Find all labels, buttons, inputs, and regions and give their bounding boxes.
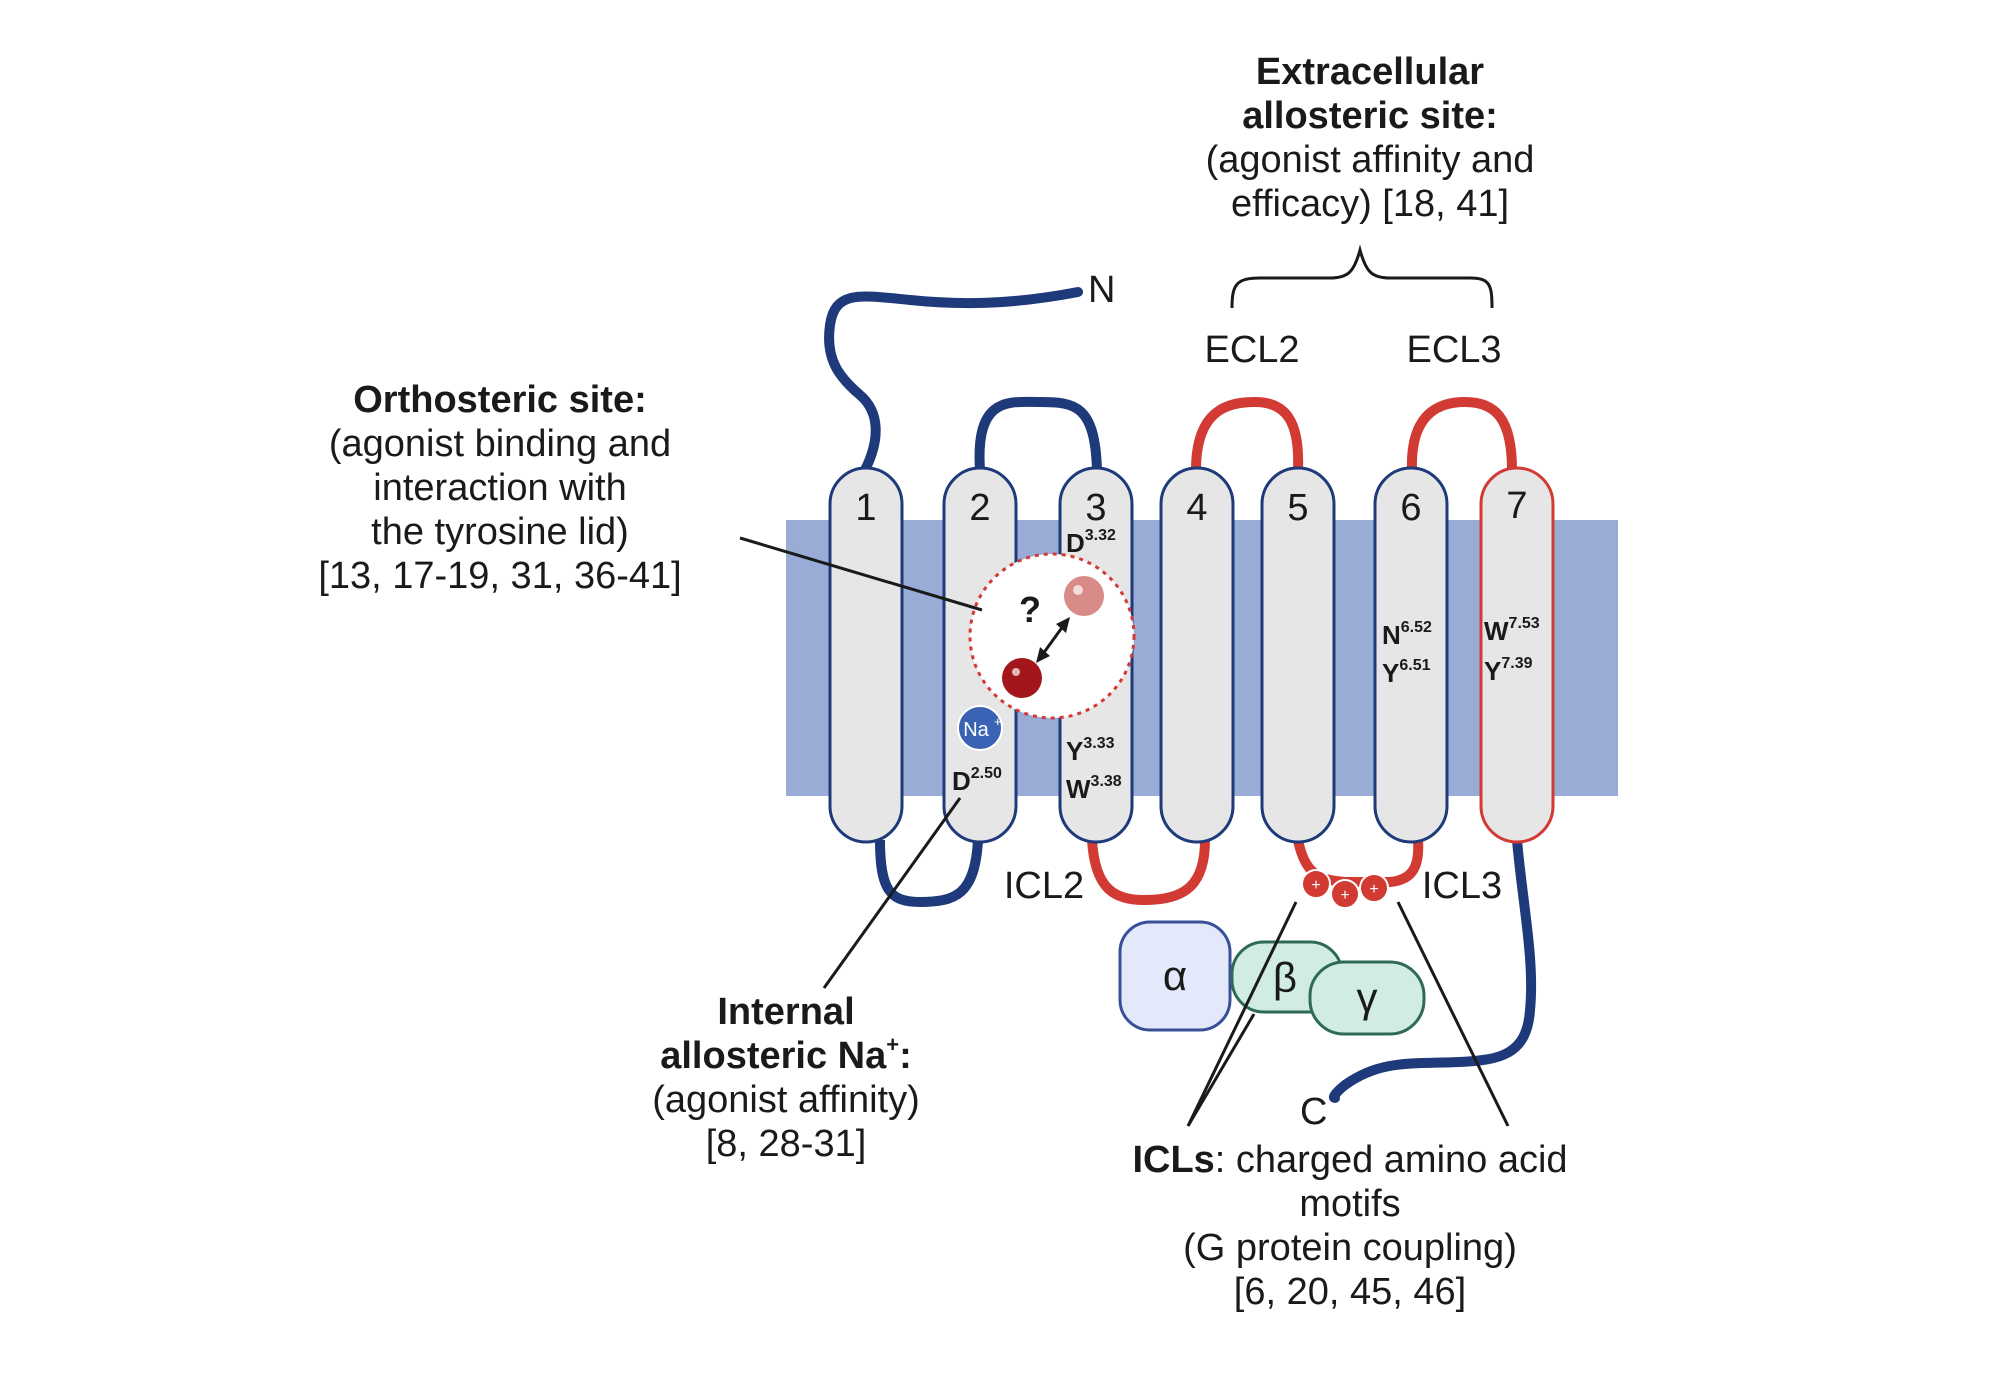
icl3-label: ICL3 <box>1422 865 1502 907</box>
internal-line2: [8, 28-31] <box>706 1123 867 1165</box>
orthosteric-line2: interaction with <box>373 467 626 509</box>
c-terminus-label: C <box>1300 1091 1327 1133</box>
internal-line1: (agonist affinity) <box>652 1079 920 1121</box>
g-beta-label: β <box>1273 954 1297 1001</box>
icls-line2: motifs <box>1299 1183 1400 1225</box>
icls-line4: [6, 20, 45, 46] <box>1234 1271 1466 1313</box>
helix-5: 5 <box>1260 466 1336 844</box>
extracellular-desc-line1: (agonist affinity and <box>1206 139 1535 181</box>
g-gamma-label: γ <box>1357 974 1378 1021</box>
icl1-loop <box>875 839 983 908</box>
extracellular-title-line1: Extracellular <box>1256 51 1484 93</box>
extracellular-title-line2: allosteric site: <box>1242 95 1498 137</box>
g-protein: α β γ <box>1118 920 1426 1036</box>
icl-callout-line-left <box>1186 901 1298 1127</box>
orthosteric-title: Orthosteric site: <box>353 379 647 421</box>
sodium-ion-label: Na <box>963 719 989 741</box>
icls-line3: (G protein coupling) <box>1183 1227 1517 1269</box>
icls-title-line: ICLs: charged amino acid <box>1132 1139 1567 1181</box>
charge-symbol: + <box>1311 877 1320 894</box>
residue-y651: Y6.51 <box>1382 657 1431 688</box>
internal-title-line2: allosteric Na+: <box>660 1032 912 1077</box>
orthosteric-line4: [13, 17-19, 31, 36-41] <box>318 555 681 597</box>
g-alpha-label: α <box>1163 952 1187 999</box>
helix-4: 4 <box>1159 466 1235 844</box>
ligand-light-sphere <box>1064 576 1104 616</box>
helix-6-number: 6 <box>1400 487 1421 529</box>
ecl3-label: ECL3 <box>1406 329 1501 371</box>
sodium-ion-charge: + <box>994 714 1002 729</box>
helix-3-number: 3 <box>1085 487 1106 529</box>
residue-d332: D3.32 <box>1066 527 1116 558</box>
icl2-label: ICL2 <box>1004 865 1084 907</box>
helix-2-number: 2 <box>969 487 990 529</box>
helix-1-number: 1 <box>855 487 876 529</box>
helix-7: 7 <box>1479 466 1555 844</box>
internal-title-line1: Internal <box>717 991 854 1033</box>
residue-w338: W3.38 <box>1066 773 1122 804</box>
ecl2-loop <box>1191 396 1304 471</box>
extracellular-annotation: Extracellular allosteric site: (agonist … <box>1206 51 1535 225</box>
residue-d250: D2.50 <box>952 765 1002 796</box>
extracellular-desc-line2: efficacy) [18, 41] <box>1231 183 1509 225</box>
icls-annotation: ICLs: charged amino acid motifs (G prote… <box>1132 1139 1567 1313</box>
orthosteric-callout-line <box>739 536 983 612</box>
ligand-dark-sphere <box>1002 658 1042 698</box>
g-gamma-subunit <box>1310 962 1424 1034</box>
residue-n652: N6.52 <box>1382 619 1432 650</box>
question-mark: ? <box>1019 589 1041 630</box>
ecl1-loop <box>974 396 1102 471</box>
extracellular-brace <box>1230 244 1494 309</box>
charge-symbol: + <box>1369 881 1378 898</box>
orthosteric-line1: (agonist binding and <box>329 423 671 465</box>
charged-residues: + + + <box>1301 869 1389 909</box>
helix-7-number: 7 <box>1506 485 1527 527</box>
g-alpha-subunit <box>1118 920 1232 1032</box>
icl-callout-line-right <box>1396 901 1510 1127</box>
orthosteric-line3: the tyrosine lid) <box>371 511 629 553</box>
internal-callout-line <box>822 797 962 989</box>
helix-5-number: 5 <box>1287 487 1308 529</box>
residue-y333: Y3.33 <box>1066 735 1115 766</box>
residue-w753: W7.53 <box>1484 615 1540 646</box>
internal-annotation: Internal allosteric Na+: (agonist affini… <box>652 991 920 1165</box>
n-terminus-tail <box>824 287 1083 475</box>
ecl2-label: ECL2 <box>1204 329 1299 371</box>
residue-y739: Y7.39 <box>1484 655 1533 686</box>
ecl3-loop <box>1406 396 1517 471</box>
icl2-loop <box>1087 839 1210 906</box>
n-terminus-label: N <box>1088 269 1115 311</box>
orthosteric-annotation: Orthosteric site: (agonist binding and i… <box>318 379 681 597</box>
helix-6: 6 <box>1373 466 1449 844</box>
sodium-ion: Na + <box>957 705 1003 751</box>
helix-1: 1 <box>828 466 904 844</box>
helix-4-number: 4 <box>1186 487 1207 529</box>
icl-callout-line-mid <box>1186 1013 1256 1127</box>
charge-symbol: + <box>1340 887 1349 904</box>
orthosteric-pocket: ? <box>968 552 1136 720</box>
